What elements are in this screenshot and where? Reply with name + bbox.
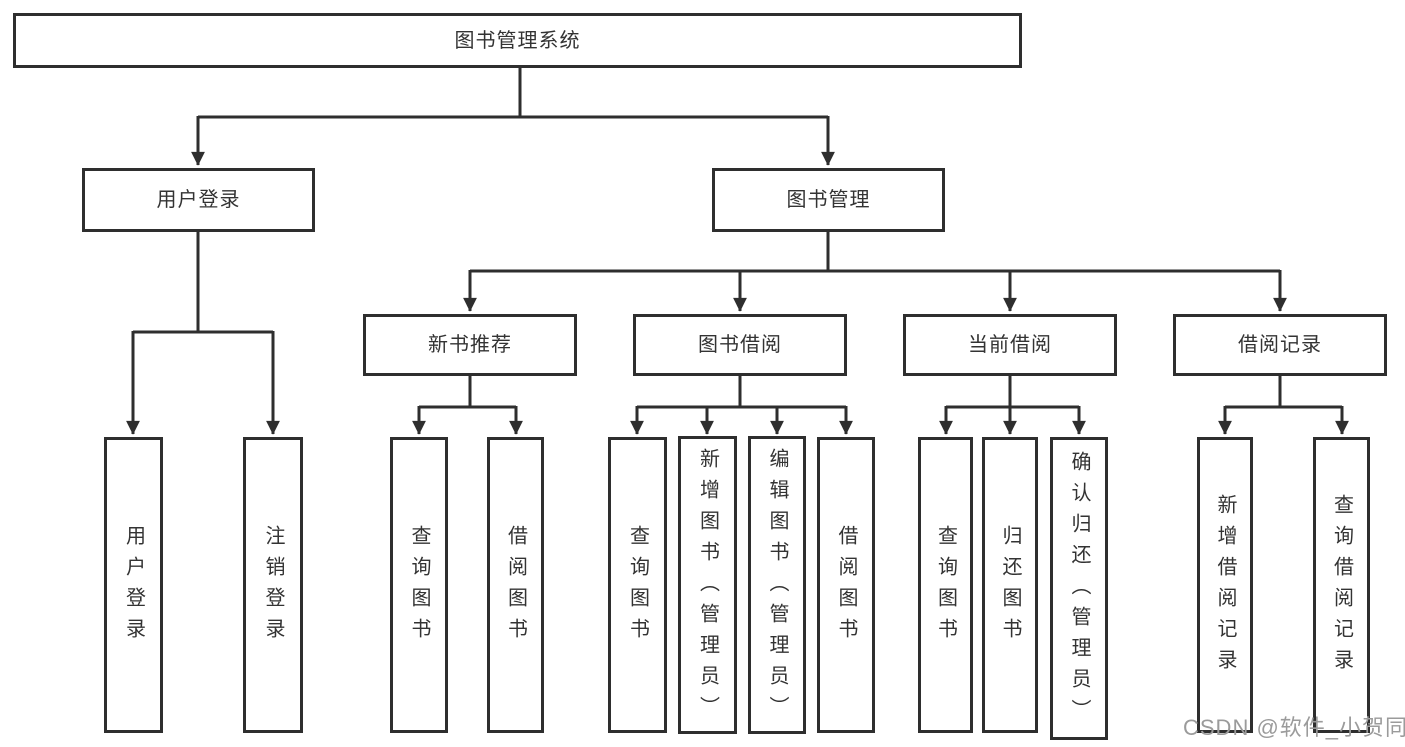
node-book-management: 图书管理 bbox=[712, 168, 945, 232]
leaf-query-borrow-record: 查询借阅记录 bbox=[1313, 437, 1370, 733]
leaf-query-books-current: 查询图书 bbox=[918, 437, 973, 733]
leaf-borrow-books-recommend: 借阅图书 bbox=[487, 437, 544, 733]
node-new-book-recommend: 新书推荐 bbox=[363, 314, 577, 376]
leaf-user-login: 用户登录 bbox=[104, 437, 163, 733]
leaf-return-books: 归还图书 bbox=[982, 437, 1038, 733]
leaf-query-books-borrowing: 查询图书 bbox=[608, 437, 667, 733]
leaf-add-borrow-record: 新增借阅记录 bbox=[1197, 437, 1253, 733]
leaf-logout-login: 注销登录 bbox=[243, 437, 303, 733]
leaf-add-books-admin: 新增图书（管理员） bbox=[678, 436, 737, 734]
leaf-borrow-books-borrowing: 借阅图书 bbox=[817, 437, 875, 733]
node-root: 图书管理系统 bbox=[13, 13, 1022, 68]
node-current-borrowing: 当前借阅 bbox=[903, 314, 1117, 376]
leaf-query-books-recommend: 查询图书 bbox=[390, 437, 448, 733]
leaf-edit-books-admin: 编辑图书（管理员） bbox=[748, 436, 806, 734]
node-user-login: 用户登录 bbox=[82, 168, 315, 232]
csdn-watermark: CSDN @软件_小贺同学 bbox=[1183, 715, 1405, 740]
node-book-borrowing: 图书借阅 bbox=[633, 314, 847, 376]
node-borrowing-records: 借阅记录 bbox=[1173, 314, 1387, 376]
leaf-confirm-return-admin: 确认归还（管理员） bbox=[1050, 437, 1108, 740]
